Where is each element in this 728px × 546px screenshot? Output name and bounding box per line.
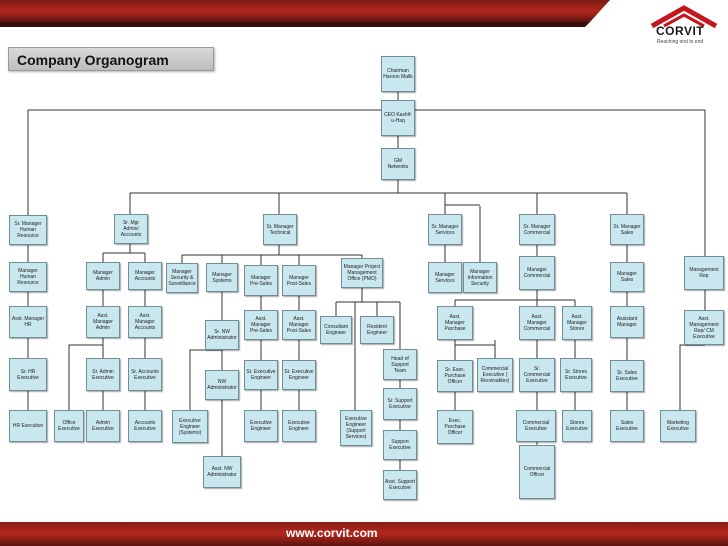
node-marketing-exec: Marketing Executive [660,410,696,442]
node-sr-exec-eng-post: Sr. Executive Engineer [282,360,316,390]
footer-url[interactable]: www.corvit.com [286,526,378,540]
node-commercial-exec-recv: Commercial Executive ( Receivables) [477,358,513,392]
node-mgr-infosec: Manager Information Security [463,262,497,293]
node-asst-purchase: Asst. Manager Purchase [437,306,473,340]
node-nw-admin: NW Administrator [205,370,239,400]
node-consultant: Consultant Engineer [320,316,352,344]
node-asst-presales: Asst. Manager Pre-Sales [244,310,278,340]
node-asst-mgmt-rep: Asst. Management Rep/ CM Executive [684,310,724,345]
node-exec-eng-support: Executive Engineer (Support Services) [340,410,372,446]
node-head-support: Head of Support Team [383,349,417,380]
node-sm-services: Sr. Manager Services [428,214,462,245]
node-ceo: CEO Kashif-u-Haq [381,100,415,136]
node-resident: Resident Engineer [360,316,394,344]
node-mgr-services: Manager Services [428,262,462,293]
node-asst-commercial: Asst. Manager Commercial [519,306,555,340]
node-mgr-postsales: Manager Post-Sales [282,265,316,296]
node-asst-nw-admin: Asst. NW Administrator [203,456,241,488]
node-mgr-security: Manager Security & Surveillance [166,263,198,293]
node-mgr-hr: Manager Human Resource [9,262,47,292]
node-mgr-admin-accounts: Sr. Mgr Admin/ Accounts [114,214,148,244]
node-sr-stores-exec: Sr. Stores Executive [560,358,592,392]
node-sr-sales-exec: Sr. Sales Executive [610,360,644,392]
node-asst-hr: Asst. Manager HR [9,306,47,338]
node-mgr-pmo: Manager Project Management Office (PMO) [341,258,383,288]
logo-name: CORVIT [656,24,705,38]
page-title: Company Organogram [8,47,214,71]
node-asst-support-exec: Asst. Support Executive [383,470,417,500]
node-mgr-presales: Manager Pre-Sales [244,265,278,296]
logo-tagline: Reaching end to end [657,39,704,45]
node-mgr-sales: Manager Sales [610,262,644,292]
node-commercial-exec: Commercial Executive [516,410,556,442]
node-exec-eng-systems: Executive Engineer (Systems) [172,410,208,443]
node-asst-manager: Assistant Manager [610,306,644,338]
node-sr-accounts-exec: Sr. Accounts Executive [128,358,162,391]
node-mgmt-rep: Management Rep [684,256,724,290]
node-exec-eng-pre: Executive Engineer [244,410,278,442]
node-asst-postsales: Asst. Manager Post-Sales [282,310,316,340]
node-exec-purchase: Exec. Purchase Officer [437,410,473,444]
node-sr-commercial-exec: Sr. Commercial Executive [519,358,555,392]
footer-bar [0,522,728,546]
node-accounts-exec: Accounts Executive [128,410,162,442]
node-gm: GM Networks [381,148,415,180]
node-sr-exec-purchase: Sr. Exec. Purchase Officer [437,360,473,392]
node-sr-exec-eng-pre: Sr. Executive Engineer [244,360,278,390]
node-admin-exec: Admin Executive [86,410,120,442]
node-sales-exec: Sales Executive [610,410,644,442]
node-sm-technical: Sr. Manager Technical [263,214,297,245]
node-asst-stores: Asst. Manager Stores [562,306,592,340]
node-stores-exec: Stores Executive [562,410,592,442]
node-sr-nw-admin: Sr. NW Administrator [205,320,239,350]
node-support-exec: Support Executive [383,430,417,460]
node-office-exec: Office Executive [54,410,84,442]
node-exec-eng-post: Executive Engineer [282,410,316,442]
node-mgr-admin: Manager Admin [86,262,120,290]
node-asst-accounts: Asst. Manager Accounts [128,306,162,338]
node-mgr-commercial: Manager Commercial [519,256,555,290]
node-asst-admin: Asst. Manager Admin [86,306,120,338]
node-sr-support-exec: Sr. Support Executive [383,388,417,420]
header-bar [0,0,610,30]
node-sm-hr: Sr. Manager Human Resource [9,215,47,245]
node-sm-sales: Sr. Manager Sales [610,214,644,245]
node-chairman: Chairman Haroon Malik [381,56,415,92]
node-sr-admin-exec: Sr. Admin Executive [86,358,120,391]
node-sm-commercial: Sr. Manager Commercial [519,214,555,245]
node-mgr-accounts: Manager Accounts [128,262,162,290]
node-commercial-officer: Commercial Officer [519,445,555,499]
corvit-logo-icon [644,4,724,50]
node-hr-exec: HR Executive [9,410,47,442]
node-sr-hr-exec: Sr. HR Executive [9,358,47,391]
node-mgr-systems: Manager Systems [206,263,238,292]
